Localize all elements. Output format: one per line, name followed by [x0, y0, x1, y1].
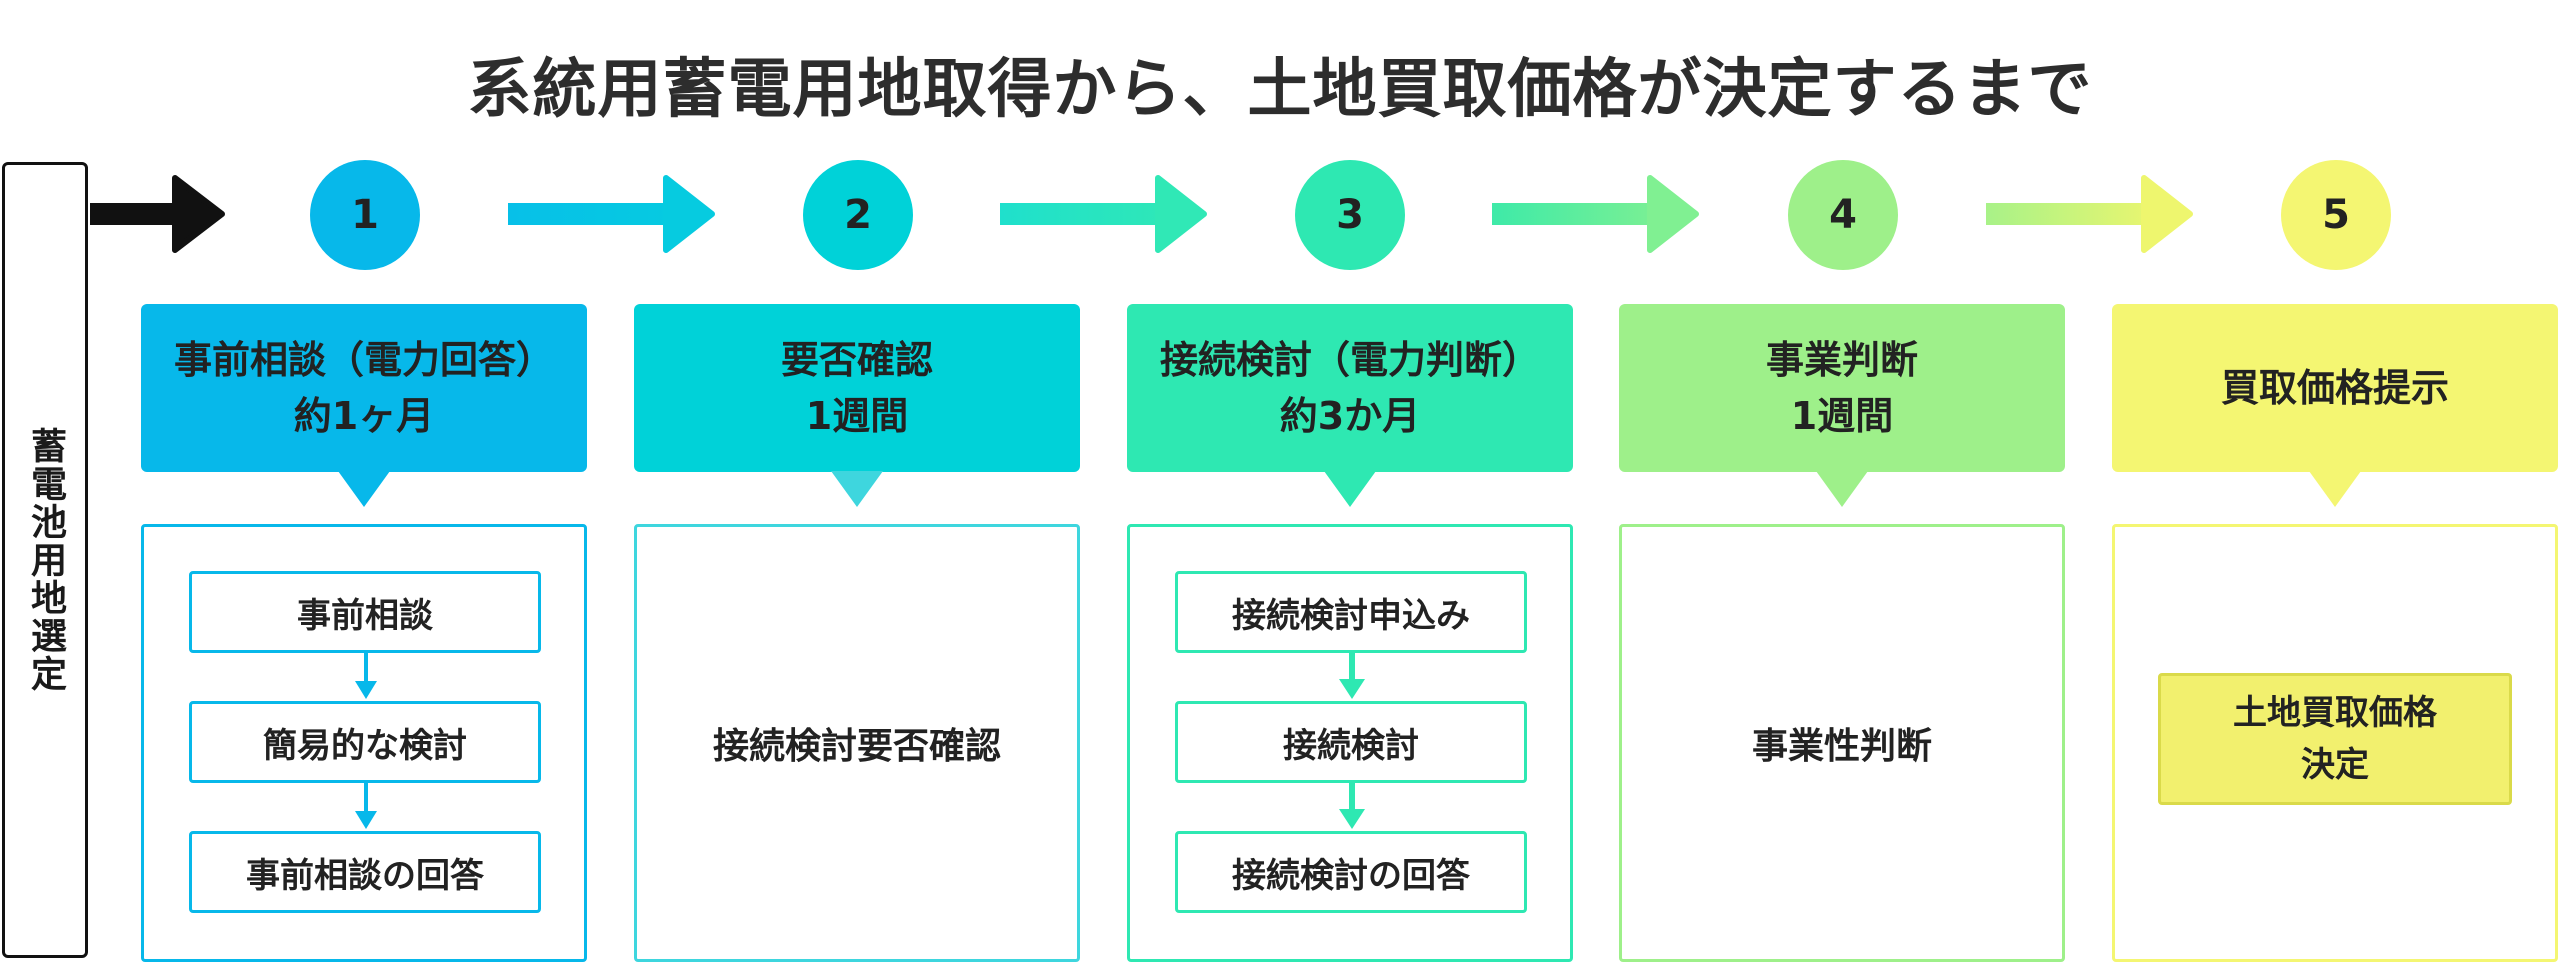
step-1-pointer [338, 471, 390, 507]
step-1-content: 事前相談 簡易的な検討 事前相談の回答 [141, 524, 587, 962]
step-3-detail-3: 接続検討の回答 [1175, 831, 1527, 913]
step-3-down-arrow-2 [1339, 783, 1365, 829]
step-3-header: 接続検討（電力判断） 約3か月 [1127, 304, 1573, 472]
step-5-number: 5 [2281, 160, 2391, 270]
step-1-duration: 約1ヶ月 [293, 394, 435, 438]
final-decision-line-2: 決定 [2301, 745, 2369, 785]
step-2-duration: 1週間 [805, 394, 909, 438]
step-1-detail-2: 簡易的な検討 [189, 701, 541, 783]
step-4-title: 事業判断 [1765, 338, 1918, 382]
step-4-duration: 1週間 [1790, 394, 1894, 438]
step-2-pointer [831, 471, 883, 507]
step-3-detail-2: 接続検討 [1175, 701, 1527, 783]
page-title: 系統用蓄電用地取得から、土地買取価格が決定するまで [467, 53, 2093, 127]
step-5-pointer [2309, 471, 2361, 507]
step-1-detail-1: 事前相談 [189, 571, 541, 653]
step-2-number: 2 [803, 160, 913, 270]
start-arrow [90, 175, 225, 253]
step-3-detail-1: 接続検討申込み [1175, 571, 1527, 653]
step-4-detail: 事業性判断 [1751, 726, 1932, 767]
arrow-1-to-2 [508, 175, 715, 253]
step-1-number: 1 [310, 160, 420, 270]
step-5-content: 土地買取価格 決定 [2112, 524, 2558, 962]
step-5-header: 買取価格提示 [2112, 304, 2558, 472]
arrow-3-to-4 [1492, 175, 1699, 253]
step-3-pointer [1324, 471, 1376, 507]
step-3-duration: 約3か月 [1279, 394, 1421, 438]
step-4-number: 4 [1788, 160, 1898, 270]
step-2-detail: 接続検討要否確認 [712, 726, 1001, 767]
step-5-title: 買取価格提示 [2220, 366, 2449, 410]
step-2-header: 要否確認 1週間 [634, 304, 1080, 472]
step-1-down-arrow-2 [355, 783, 377, 829]
arrow-4-to-5 [1986, 175, 2193, 253]
step-3-down-arrow-1 [1339, 653, 1365, 699]
final-decision-line-1: 土地買取価格 [2233, 693, 2437, 733]
step-1-header: 事前相談（電力回答） 約1ヶ月 [141, 304, 587, 472]
step-1-detail-3: 事前相談の回答 [189, 831, 541, 913]
step-1-title: 事前相談（電力回答） [173, 338, 554, 382]
step-3-number: 3 [1295, 160, 1405, 270]
step-4-header: 事業判断 1週間 [1619, 304, 2065, 472]
step-3-content: 接続検討申込み 接続検討 接続検討の回答 [1127, 524, 1573, 962]
step-2-title: 要否確認 [780, 338, 933, 382]
land-selection-box: 蓄電池用地選定 [2, 162, 88, 958]
final-decision-box: 土地買取価格 決定 [2158, 673, 2512, 805]
step-1-down-arrow-1 [355, 653, 377, 699]
step-2-content: 接続検討要否確認 [634, 524, 1080, 962]
step-4-content: 事業性判断 [1619, 524, 2065, 962]
step-4-pointer [1816, 471, 1868, 507]
step-3-title: 接続検討（電力判断） [1159, 338, 1540, 382]
arrow-2-to-3 [1000, 175, 1207, 253]
land-selection-label: 蓄電池用地選定 [25, 427, 66, 693]
